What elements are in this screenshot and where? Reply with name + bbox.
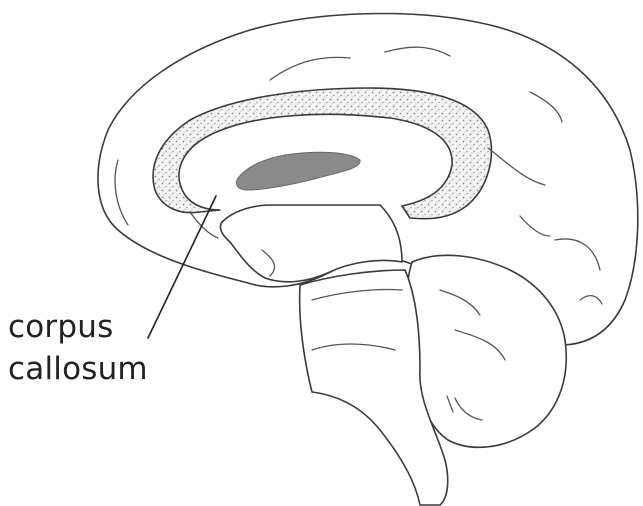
corpus-callosum-label-line1: corpus: [8, 306, 148, 348]
corpus-callosum-label-line2: callosum: [8, 348, 148, 390]
corpus-callosum-label: corpus callosum: [8, 306, 148, 390]
